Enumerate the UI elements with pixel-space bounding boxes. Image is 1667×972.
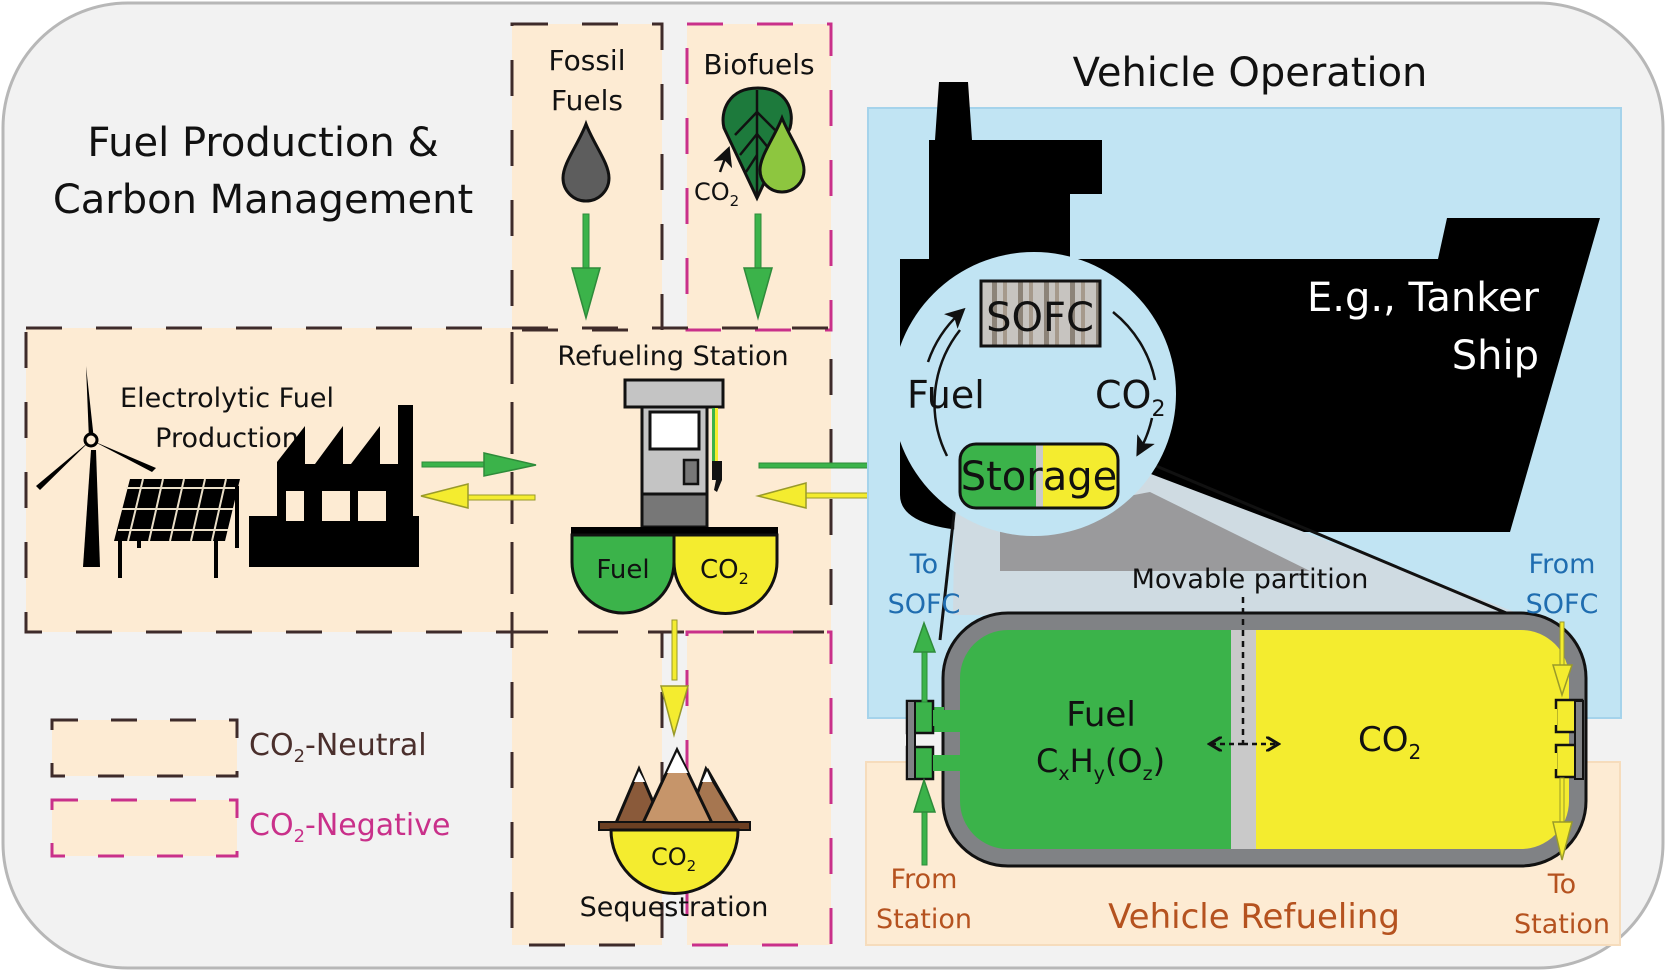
fossil-label-line2: Fuels xyxy=(551,84,623,117)
factory-icon xyxy=(249,405,419,567)
vehicle-operation-title: Vehicle Operation xyxy=(1073,50,1428,96)
biofuels-down-arrow xyxy=(743,213,773,321)
from-sofc-label-line2: SOFC xyxy=(1526,589,1599,620)
station-co2-label: CO2 xyxy=(700,555,749,588)
station-tanks xyxy=(570,527,779,615)
station-to-sequestration-arrow xyxy=(660,619,689,738)
electrolytic-box-fill xyxy=(26,328,512,632)
movable-partition[interactable] xyxy=(1231,630,1256,849)
from-sofc-label-line1: From xyxy=(1529,549,1596,580)
station-fuel-tank xyxy=(570,533,676,615)
left-title-line1: Fuel Production & xyxy=(87,120,438,166)
storage-label: Storage xyxy=(961,454,1118,500)
left-title-line2: Carbon Management xyxy=(53,177,473,223)
leaf-icon xyxy=(721,86,793,202)
fossil-box-border xyxy=(510,22,664,332)
wind-turbine-icon xyxy=(36,366,156,567)
oil-drop-icon xyxy=(561,119,611,203)
cycle-arrow-fuel xyxy=(933,329,961,457)
to-sofc-label-line2: SOFC xyxy=(888,589,961,620)
co2-uptake-arrow xyxy=(713,145,733,173)
biofuels-co2-label: CO2 xyxy=(694,178,739,210)
movable-partition-label: Movable partition xyxy=(1132,564,1369,595)
electrolytic-to-station-arrow xyxy=(421,452,537,477)
zoom-line-left xyxy=(938,504,957,641)
zoom-line-right xyxy=(1129,453,1524,622)
legend-negative-label: CO2-Negative xyxy=(249,808,450,847)
fossil-label-line1: Fossil xyxy=(549,44,626,77)
electrolytic-box-border xyxy=(24,326,514,634)
legend: CO2-Neutral CO2-Negative xyxy=(50,718,450,858)
biofuel-drop-icon xyxy=(758,113,806,194)
fuel-ports xyxy=(905,699,961,781)
fossil-down-arrow xyxy=(571,213,601,321)
biofuels-box-border xyxy=(685,22,833,332)
electrolytic-label-line1: Electrolytic Fuel xyxy=(120,383,334,414)
sequestration-label: Sequestration xyxy=(580,892,769,923)
to-sofc-arrow xyxy=(912,620,937,703)
station-fuel-label: Fuel xyxy=(596,555,649,585)
cycle-co2-label: CO2 xyxy=(1095,373,1165,422)
legend-neutral-label: CO2-Neutral xyxy=(249,728,427,767)
sequestration-negative-border xyxy=(685,630,833,947)
sofc-label: SOFC xyxy=(986,295,1094,341)
to-sofc-label-line1: To xyxy=(909,549,938,580)
tank-fuel-compartment xyxy=(960,630,1231,849)
legend-negative-swatch xyxy=(50,798,239,858)
sofc-stack xyxy=(979,279,1102,348)
cycle-arrow-co2-head xyxy=(1136,417,1155,457)
from-station-fuel-arrow xyxy=(912,777,937,866)
ship-label-line2: Ship xyxy=(1452,333,1539,379)
station-to-electrolytic-arrow xyxy=(420,483,536,509)
ship-label-line1: E.g., Tanker xyxy=(1307,275,1540,321)
solar-panel-icon xyxy=(114,478,240,578)
storage-tank xyxy=(941,611,1588,868)
station-co2-tank xyxy=(672,533,779,615)
to-station-label-line1: To xyxy=(1547,869,1576,900)
to-station-label-line2: Station xyxy=(1514,909,1610,940)
cycle-arrow-fuel-head xyxy=(926,307,966,363)
mountain-icon xyxy=(598,746,751,895)
station-title: Refueling Station xyxy=(557,341,788,372)
co2-ports xyxy=(1545,698,1584,780)
from-station-label-line1: From xyxy=(891,864,958,895)
fuel-pump-icon xyxy=(623,378,725,529)
storage-pill xyxy=(958,442,1120,510)
vehicle-refueling-label: Vehicle Refueling xyxy=(1108,897,1400,937)
from-station-label-line2: Station xyxy=(876,904,972,935)
tank-co2-label: CO2 xyxy=(1358,720,1421,764)
tank-fuel-label: Fuel xyxy=(1066,695,1136,735)
from-sofc-co2-arrow xyxy=(1551,621,1574,698)
cycle-arrow-co2 xyxy=(1112,311,1157,381)
sequestration-co2-label: CO2 xyxy=(651,843,696,875)
biofuels-label: Biofuels xyxy=(703,48,814,81)
tank-fuel-formula: CxHy(Oz) xyxy=(1036,742,1165,785)
cycle-fuel-label: Fuel xyxy=(907,373,985,417)
tank-co2-compartment xyxy=(1256,630,1569,849)
to-station-co2-arrow xyxy=(1552,777,1573,861)
electrolytic-label-line2: Production xyxy=(155,423,299,454)
legend-neutral-swatch xyxy=(50,718,239,778)
